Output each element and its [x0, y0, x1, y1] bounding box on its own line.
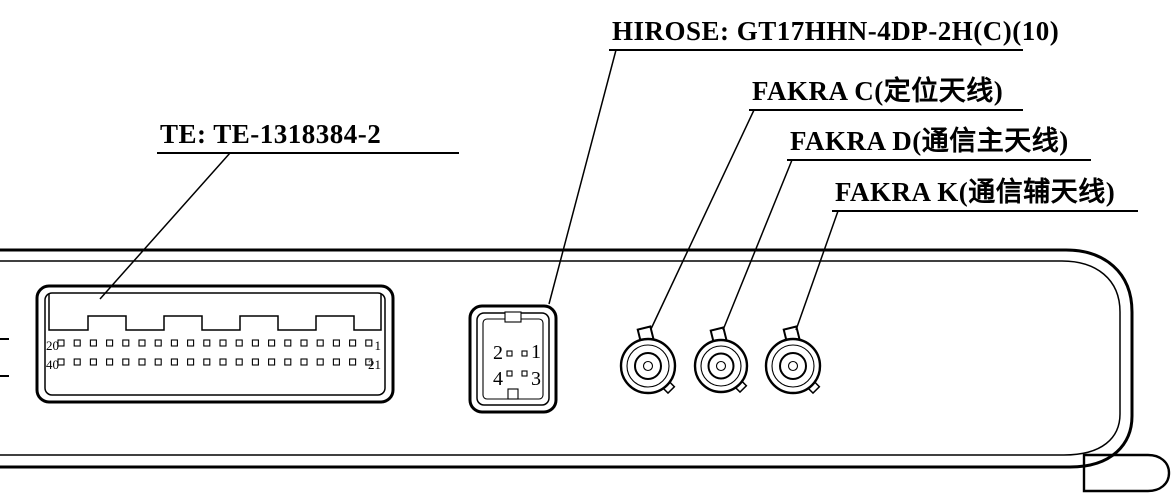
te-pin [284, 358, 292, 366]
te-pin [57, 358, 65, 366]
fakra-k-connector [764, 325, 822, 395]
te-pin [122, 358, 130, 366]
te-pin [235, 358, 243, 366]
te-pin [154, 358, 162, 366]
te-pin [235, 339, 243, 347]
te-pin [106, 358, 114, 366]
te-pin [349, 339, 357, 347]
te-pin [316, 358, 324, 366]
te-pin [203, 358, 211, 366]
fakra-k-mid-ring [771, 344, 815, 388]
te-pin-field [57, 339, 373, 366]
te-pin [187, 339, 195, 347]
hirose-pin-3 [521, 370, 528, 377]
fakra-c-outer-ring [619, 337, 677, 395]
te-pin [154, 339, 162, 347]
te-pin [73, 339, 81, 347]
te-connector-outer [35, 284, 395, 404]
te-pin [332, 339, 340, 347]
hirose-label: HIROSE: GT17HHN-4DP-2H(C)(10) [612, 16, 1059, 46]
hirose-leader-line [548, 49, 617, 305]
fakra-k-leader-line [795, 210, 839, 331]
fakra-d-mid-ring [700, 345, 742, 387]
te-pin [300, 358, 308, 366]
fakra-d-leader-line [722, 159, 793, 331]
te-pin [219, 339, 227, 347]
te-pin [365, 358, 373, 366]
te-pin [300, 339, 308, 347]
te-pin [251, 339, 259, 347]
te-pin [89, 358, 97, 366]
fakra-c-leader-line [650, 109, 755, 330]
fakra-d-connector [693, 326, 749, 394]
te-pin [138, 339, 146, 347]
te-pin [284, 339, 292, 347]
hirose-pin-number-1: 1 [531, 341, 541, 363]
te-pin [251, 358, 259, 366]
te-pin [316, 339, 324, 347]
te-connector-inner [44, 292, 386, 396]
te-connector: 20 1 40 21 [35, 284, 395, 404]
fakra-c-connector [619, 325, 677, 395]
device-outline-outer [0, 248, 1134, 469]
device-body [0, 248, 1134, 469]
te-label: TE: TE-1318384-2 [160, 119, 381, 149]
te-pin [170, 339, 178, 347]
hirose-pin-number-3: 3 [531, 368, 541, 390]
hirose-pin-2 [506, 350, 513, 357]
device-outline-inner [0, 260, 1121, 456]
callout-labels: TE: TE-1318384-2 HIROSE: GT17HHN-4DP-2H(… [160, 16, 1115, 207]
callout-leaders [99, 49, 1138, 331]
hirose-connector-outer [468, 304, 558, 414]
hirose-top-key-notch [504, 311, 522, 323]
te-pin [170, 358, 178, 366]
fakra-c-mid-ring [626, 344, 670, 388]
te-pin [89, 339, 97, 347]
hirose-pin-4 [506, 370, 513, 377]
te-pin [122, 339, 130, 347]
fakra-k-label: FAKRA K(通信辅天线) [835, 177, 1115, 207]
fakra-d-outer-ring [693, 338, 749, 394]
te-pin [219, 358, 227, 366]
te-leader-line [99, 152, 231, 300]
hirose-bottom-key-tab [507, 388, 519, 400]
te-pin [73, 358, 81, 366]
hirose-pin-number-2: 2 [493, 342, 503, 364]
hirose-pin-1 [521, 350, 528, 357]
te-pin-number-top-left: 20 [46, 338, 59, 353]
te-pin [268, 339, 276, 347]
mounting-foot [1082, 453, 1171, 493]
hirose-connector: 2 1 4 3 [468, 304, 558, 414]
fakra-d-inner-ring [707, 352, 735, 380]
te-pin [268, 358, 276, 366]
te-pin-number-bottom-left: 40 [46, 357, 59, 372]
fakra-d-center-pin [715, 360, 727, 372]
fakra-k-inner-ring [779, 352, 807, 380]
te-connector-keying [48, 294, 382, 331]
fakra-k-outer-ring [764, 337, 822, 395]
te-pin [106, 339, 114, 347]
te-pin [349, 358, 357, 366]
te-pin-number-top-right: 1 [375, 338, 382, 353]
te-pin [138, 358, 146, 366]
fakra-c-center-pin [642, 360, 654, 372]
te-pin [187, 358, 195, 366]
fakra-c-label: FAKRA C(定位天线) [752, 75, 1003, 106]
te-pin-number-bottom-right: 21 [368, 357, 381, 372]
te-pin [203, 339, 211, 347]
fakra-d-label: FAKRA D(通信主天线) [790, 126, 1069, 156]
te-pin [332, 358, 340, 366]
te-pin [365, 339, 373, 347]
te-pin [57, 339, 65, 347]
fakra-c-inner-ring [634, 352, 662, 380]
hirose-pin-number-4: 4 [493, 368, 503, 390]
fakra-k-center-pin [787, 360, 799, 372]
